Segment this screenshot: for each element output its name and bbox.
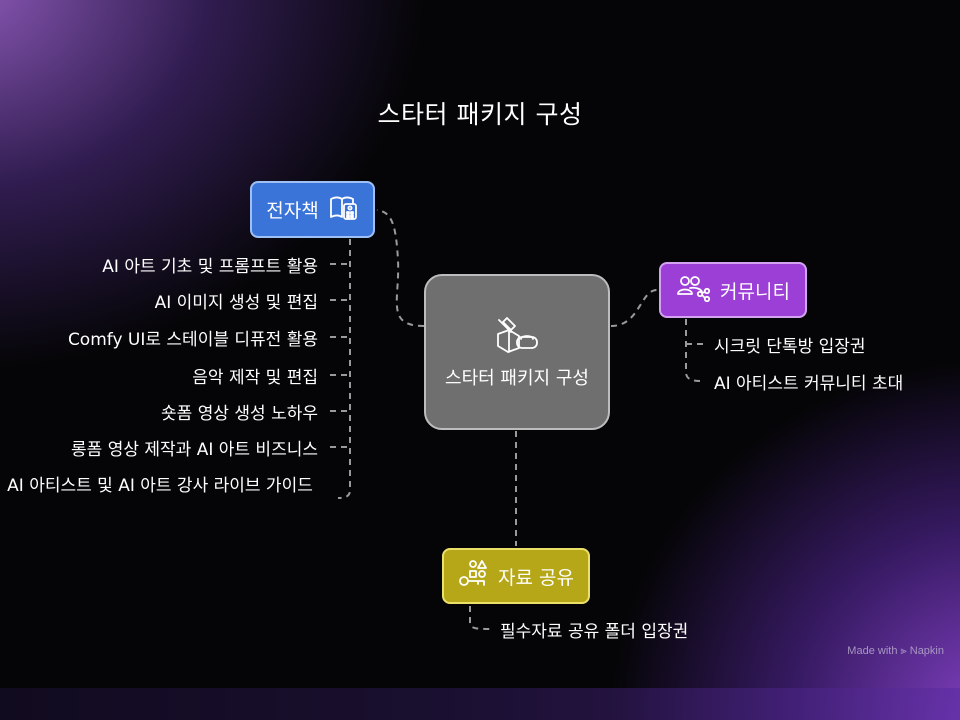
connector-community-spine xyxy=(685,319,701,382)
connector-ebook-spine xyxy=(337,239,351,499)
center-node: 스타터 패키지 구성 xyxy=(424,274,610,430)
connector-center-community xyxy=(610,289,658,327)
community-label: 커뮤니티 xyxy=(720,280,790,303)
ebook-item: 롱폼 영상 제작과 AI 아트 비즈니스 xyxy=(71,440,318,460)
community-item: 시크릿 단톡방 입장권 xyxy=(714,337,866,357)
ebook-item: 숏폼 영상 생성 노하우 xyxy=(161,404,318,424)
resources-item: 필수자료 공유 폴더 입장권 xyxy=(500,622,689,642)
ebook-item: AI 이미지 생성 및 편집 xyxy=(154,293,318,313)
connector-resources-spine xyxy=(469,606,491,630)
community-node: 커뮤니티 xyxy=(659,262,807,318)
vr-headset-and-paint-icon xyxy=(495,314,539,359)
resources-node: 자료 공유 xyxy=(442,548,590,604)
resources-label: 자료 공유 xyxy=(498,566,574,589)
ebook-node: 전자책 xyxy=(250,181,375,238)
ebook-item: Comfy UI로 스테이블 디퓨전 활용 xyxy=(67,330,318,350)
community-item: AI 아티스트 커뮤니티 초대 xyxy=(714,374,904,394)
diagram-title: 스타터 패키지 구성 xyxy=(377,100,583,129)
connector-center-ebook xyxy=(376,209,425,327)
shapes-key-icon xyxy=(458,559,488,594)
ebook-item: 음악 제작 및 편집 xyxy=(192,368,318,388)
diagram-canvas: 스타터 패키지 구성 전자책 스타터 xyxy=(7,100,944,657)
napkin-watermark: Made with ⫸ Napkin xyxy=(847,645,944,657)
bottom-strip xyxy=(0,688,960,720)
ebook-item: AI 아트 기초 및 프롬프트 활용 xyxy=(102,257,318,277)
book-remote-icon xyxy=(329,193,359,226)
people-share-icon xyxy=(676,274,711,307)
ebook-label: 전자책 xyxy=(266,200,319,222)
ebook-item: AI 아티스트 및 AI 아트 강사 라이브 가이드 xyxy=(7,476,313,496)
center-label: 스타터 패키지 구성 xyxy=(445,367,589,389)
